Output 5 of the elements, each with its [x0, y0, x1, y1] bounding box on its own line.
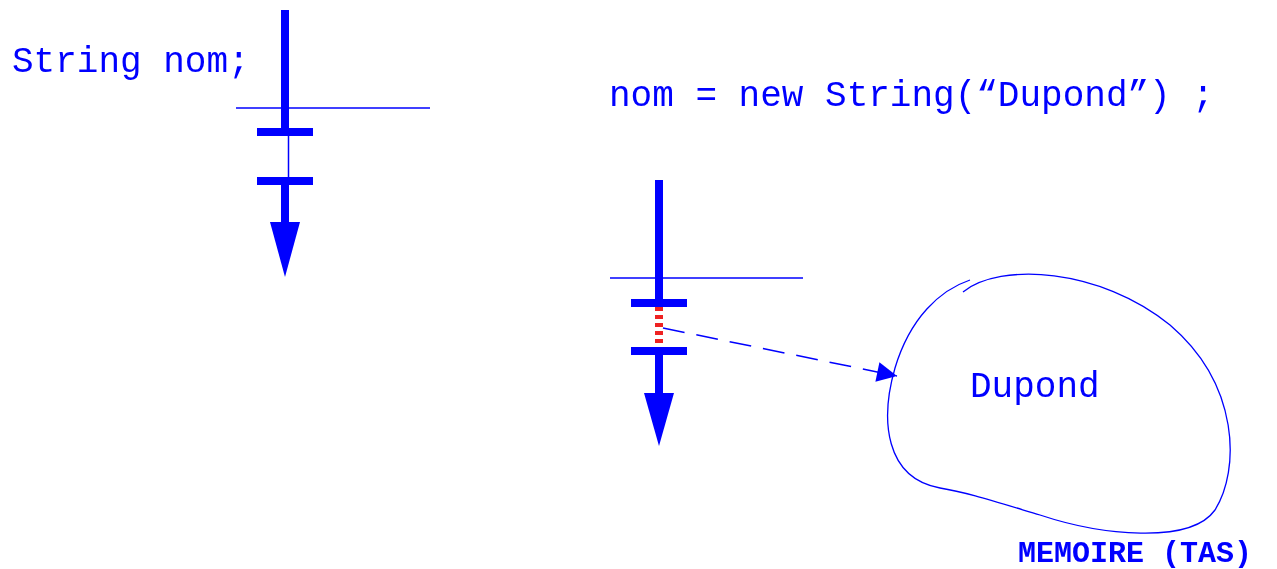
arrow: [662, 327, 898, 382]
code-line: String nom;: [12, 46, 250, 80]
blob-label: Dupond: [970, 368, 1100, 408]
memory-caption: MEMOIRE (TAS): [1018, 540, 1253, 568]
code-line: nom = new String(“Dupond”) ;: [609, 80, 1214, 114]
